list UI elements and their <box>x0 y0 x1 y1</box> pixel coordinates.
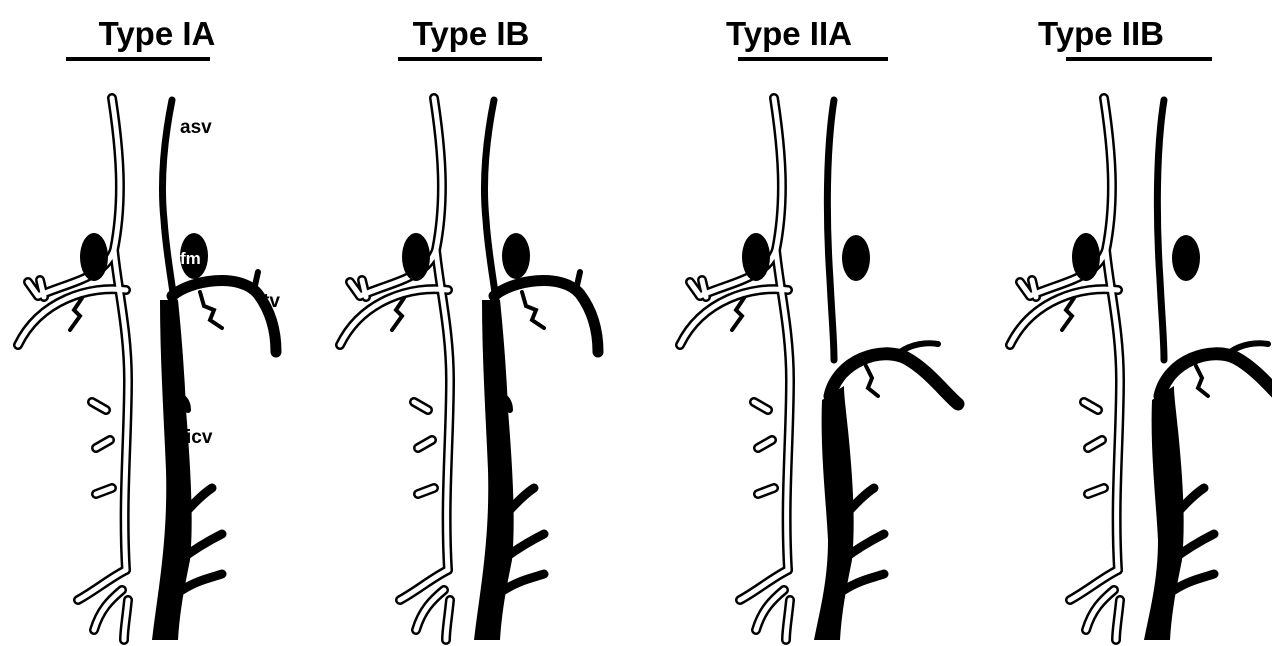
label-asv: asv <box>180 117 212 138</box>
label-fm: fm <box>180 249 201 268</box>
diagram-type-iib <box>1010 98 1272 640</box>
diagram-type-iia <box>680 98 958 640</box>
diagram-type-ib <box>340 98 598 640</box>
label-icv: icv <box>186 427 213 448</box>
label-tv: tv <box>263 291 280 312</box>
diagram-type-ia <box>18 98 276 640</box>
